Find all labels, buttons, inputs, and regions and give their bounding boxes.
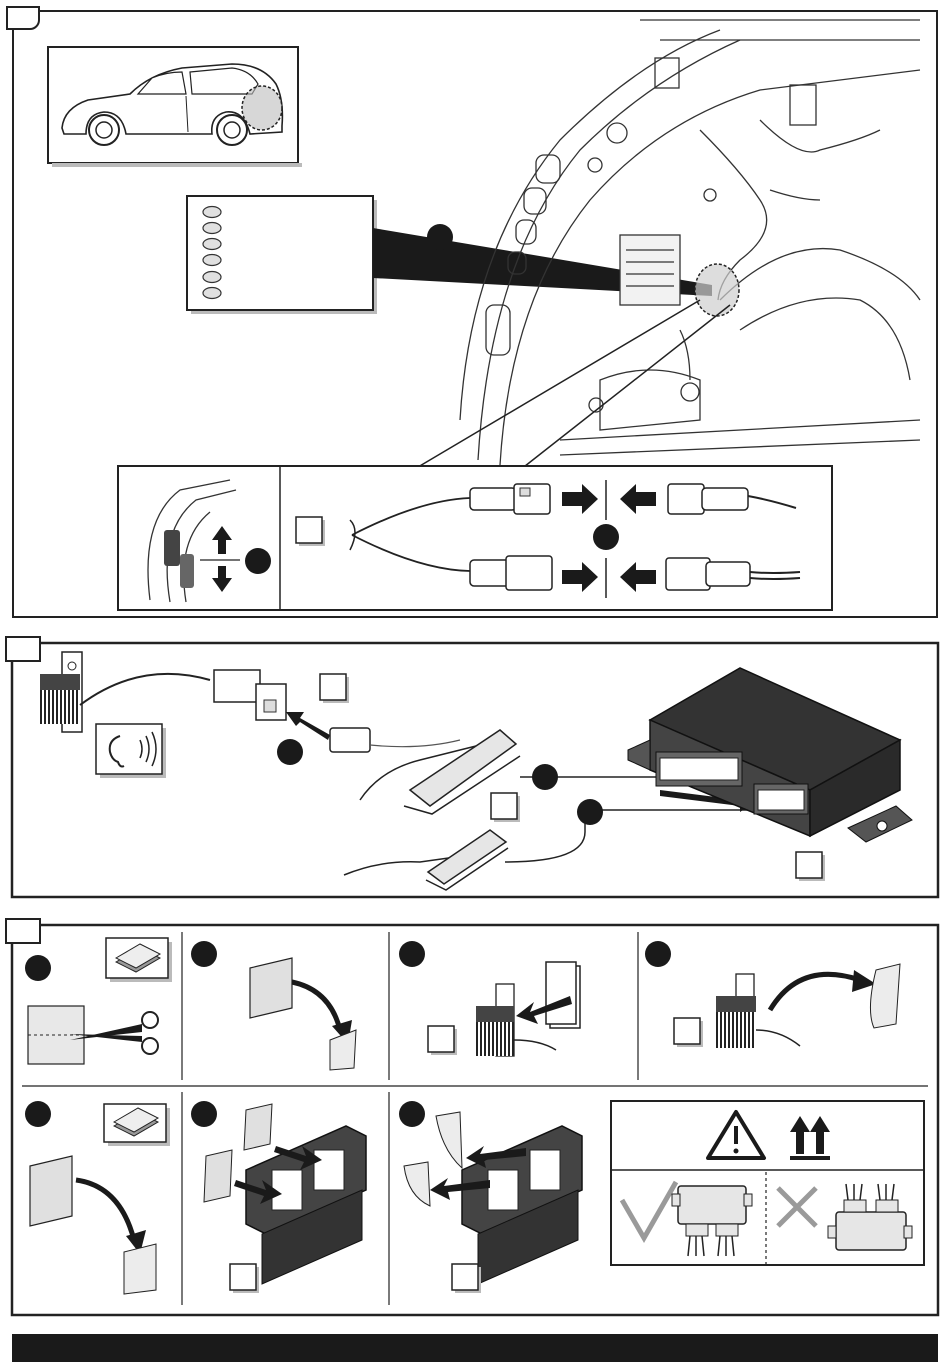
step-apply-buzzer bbox=[399, 941, 580, 1056]
panel-3-tab bbox=[6, 919, 40, 943]
buzzer-connector bbox=[214, 670, 370, 765]
harness-connector-b bbox=[344, 830, 508, 890]
callout-line-left bbox=[413, 300, 700, 470]
connector-detail-box bbox=[118, 466, 832, 610]
connector-highlight bbox=[695, 264, 739, 316]
step-remove-backing bbox=[645, 941, 900, 1048]
step-apply-module bbox=[191, 1101, 366, 1293]
buzzer-unit bbox=[40, 652, 210, 732]
step-remove-module-backing bbox=[399, 1101, 582, 1293]
trunk-interior-drawing bbox=[460, 20, 920, 465]
ear-sound-icon bbox=[96, 724, 166, 778]
car-side-icon bbox=[48, 47, 302, 167]
footer-bar bbox=[12, 1334, 938, 1362]
orientation-warning-box bbox=[611, 1101, 924, 1265]
control-module bbox=[628, 668, 912, 881]
step-peel-second-pad bbox=[25, 1101, 170, 1294]
step-peel-liner bbox=[191, 941, 356, 1070]
adhesive-pad-icon bbox=[106, 938, 172, 982]
panel-2-tab bbox=[6, 637, 40, 661]
harness-connector-a bbox=[360, 730, 520, 822]
legend-box bbox=[187, 196, 377, 314]
step-cut-pad bbox=[25, 938, 172, 1064]
step-marker bbox=[427, 224, 453, 250]
